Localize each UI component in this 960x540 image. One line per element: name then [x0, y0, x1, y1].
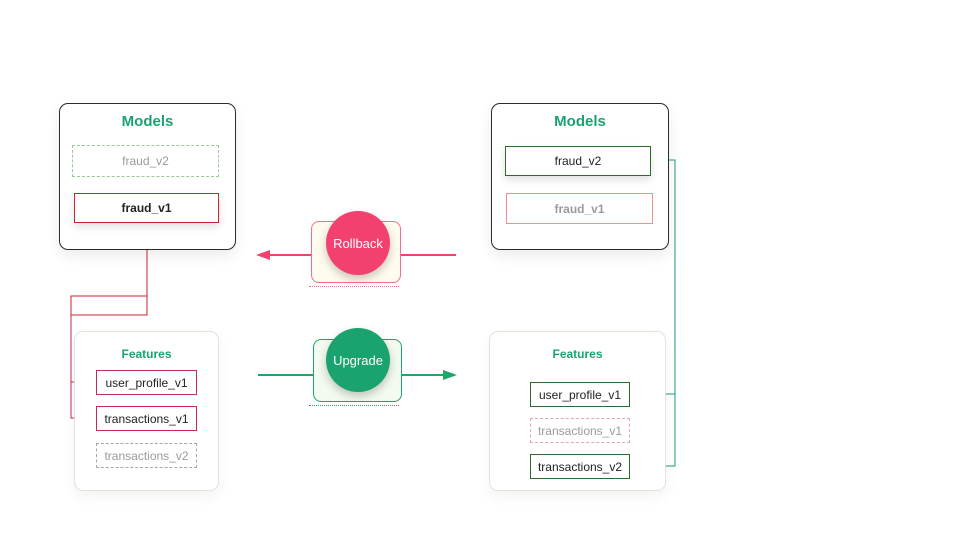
right-model-fraud-v2: fraud_v2 — [505, 146, 651, 176]
right-feature-transactions-v1: transactions_v1 — [530, 418, 630, 443]
rollback-dotted-underline — [309, 286, 399, 287]
left-model-fraud-v2: fraud_v2 — [72, 145, 219, 177]
right-models-panel: Models — [491, 103, 669, 250]
upgrade-arrow-head — [443, 370, 457, 380]
left-feature-transactions-v1: transactions_v1 — [96, 406, 197, 431]
rollback-button[interactable]: Rollback — [326, 211, 390, 275]
left-feature-user-profile-v1: user_profile_v1 — [96, 370, 197, 395]
right-features-title: Features — [552, 347, 603, 361]
left-model-fraud-v1: fraud_v1 — [74, 193, 219, 223]
right-models-title: Models — [554, 113, 606, 130]
rollback-arrow-head — [256, 250, 270, 260]
right-feature-transactions-v2: transactions_v2 — [530, 454, 630, 479]
left-models-title: Models — [121, 113, 174, 130]
right-feature-user-profile-v1: user_profile_v1 — [530, 382, 630, 407]
left-feature-transactions-v2: transactions_v2 — [96, 443, 197, 468]
upgrade-button[interactable]: Upgrade — [326, 328, 390, 392]
upgrade-dotted-underline — [309, 405, 399, 406]
right-model-fraud-v1: fraud_v1 — [506, 193, 653, 224]
left-features-title: Features — [121, 347, 172, 361]
